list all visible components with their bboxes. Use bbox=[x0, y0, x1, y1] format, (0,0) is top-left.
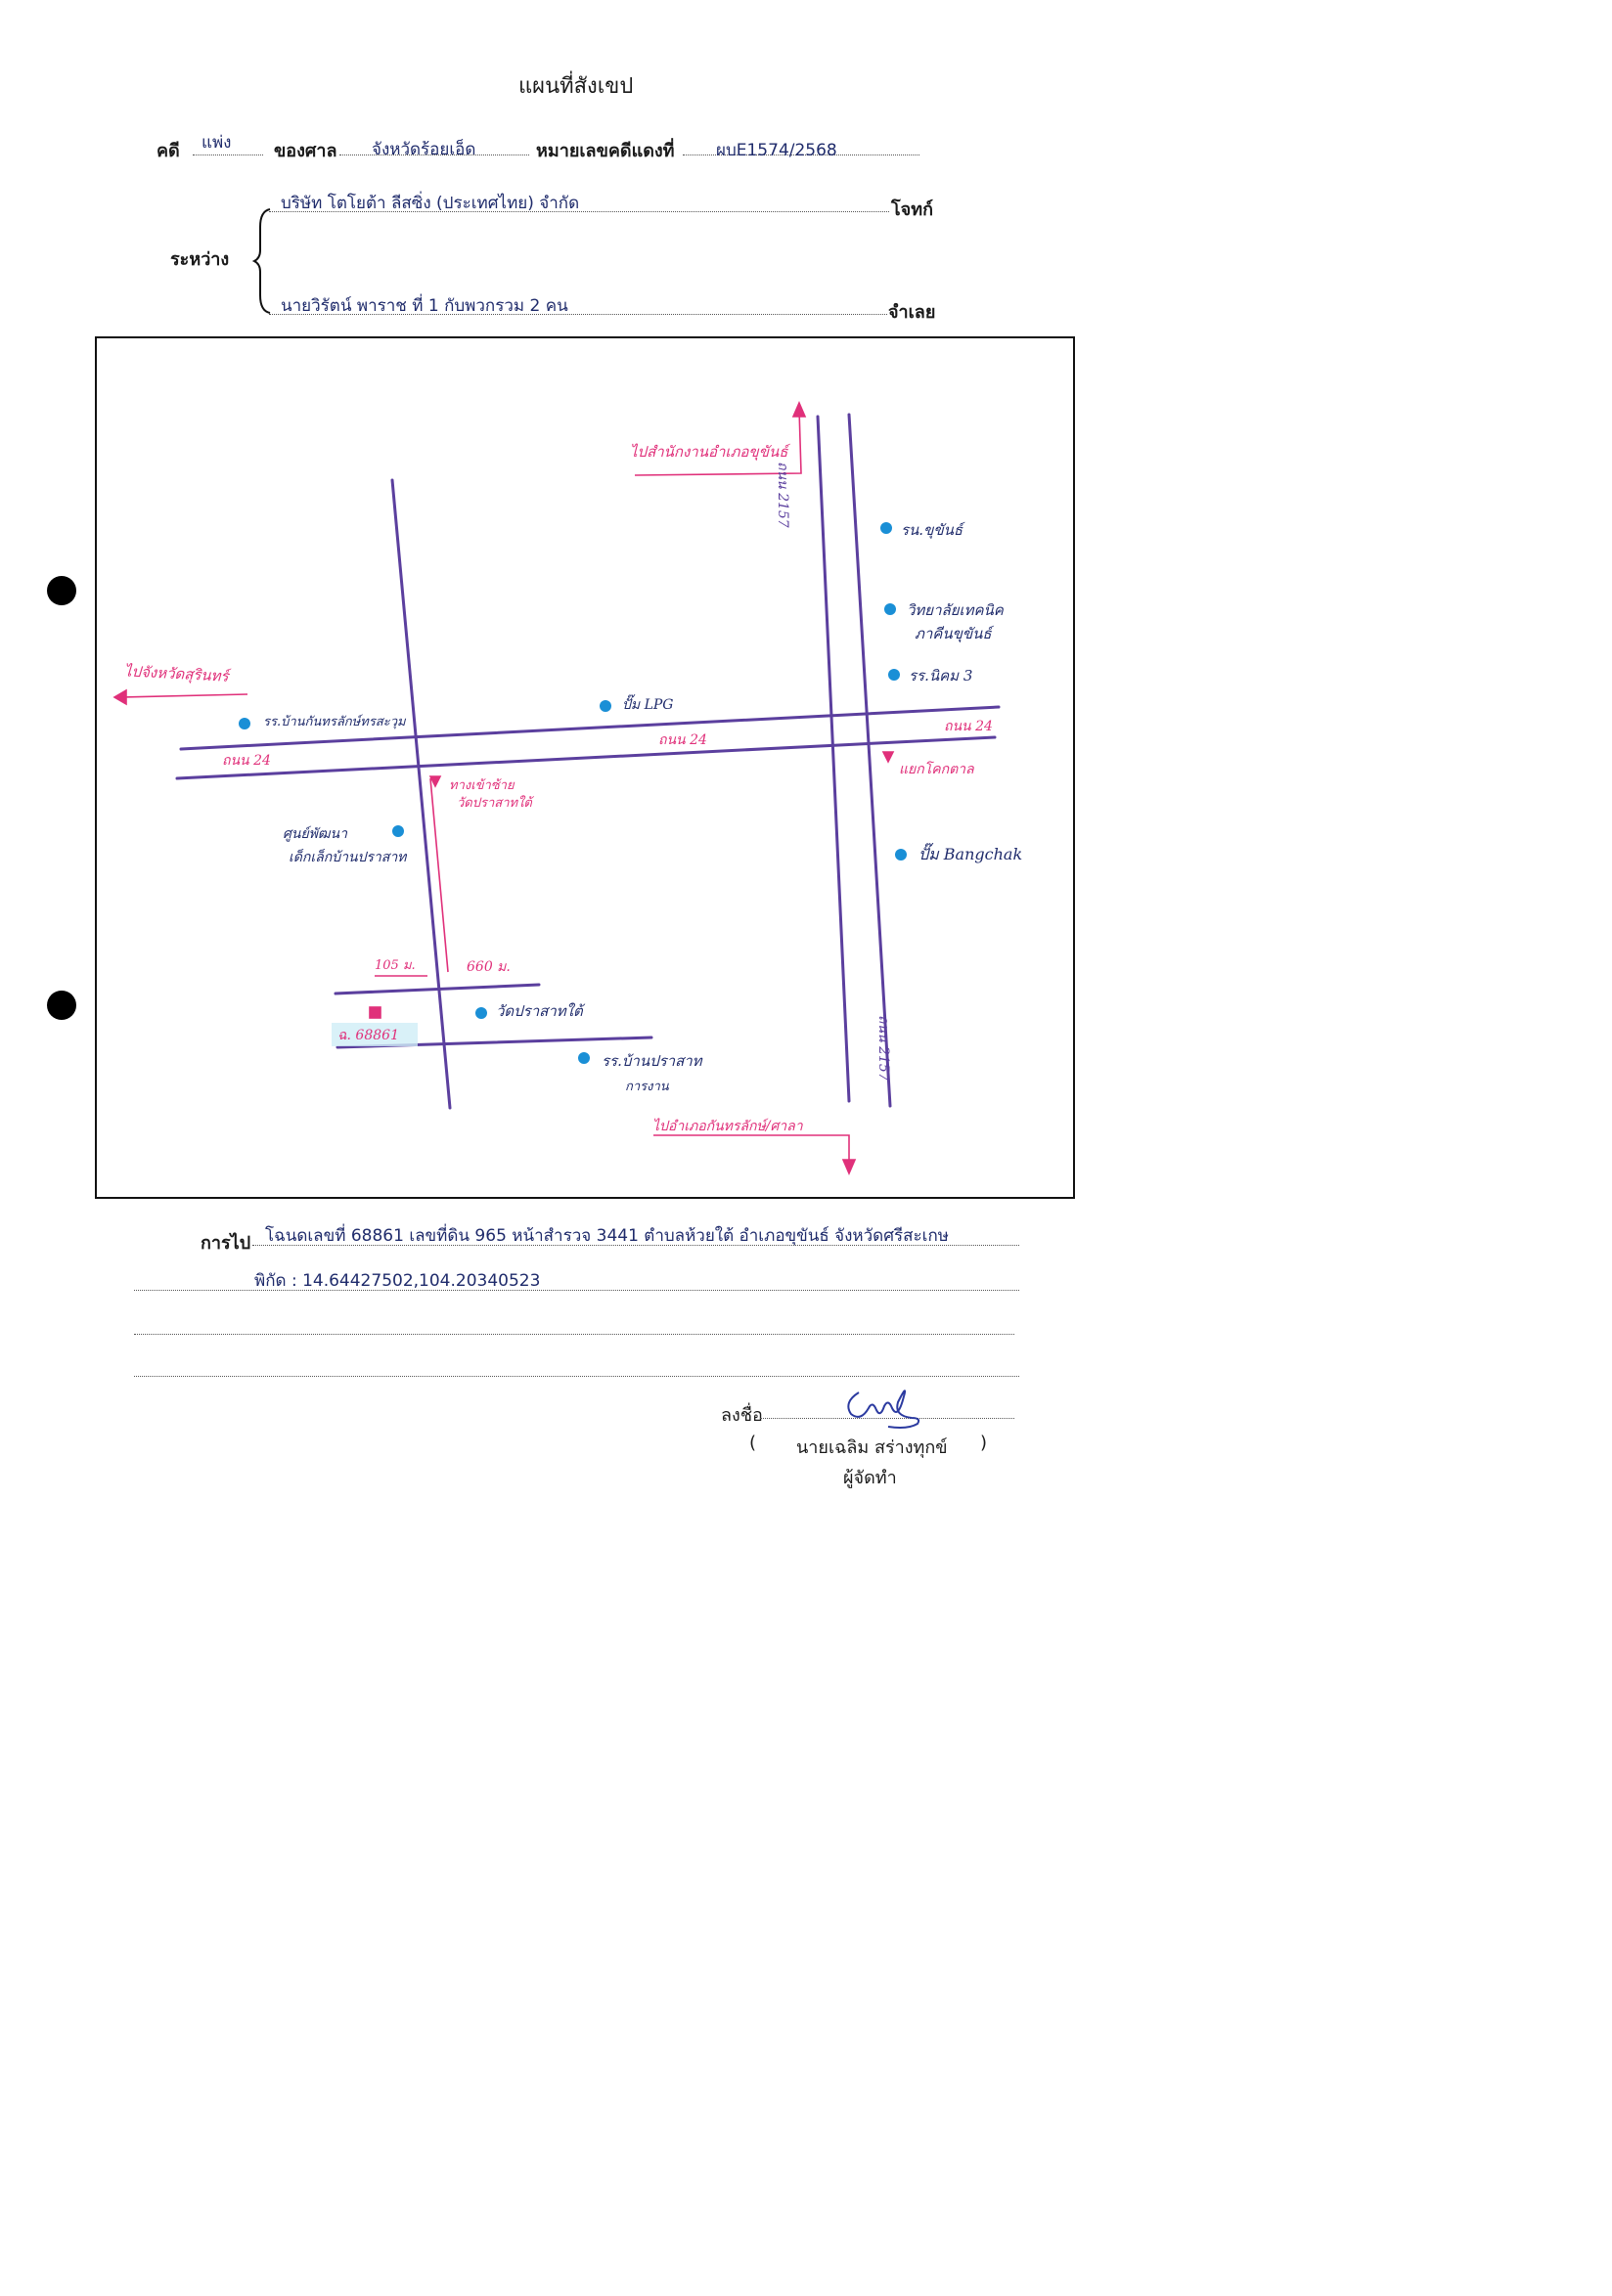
road-2157-right bbox=[847, 413, 892, 1108]
poi-school-prasat-icon bbox=[578, 1052, 590, 1064]
west-arrowhead-icon bbox=[112, 688, 127, 706]
poi-pump-lpg-icon bbox=[600, 700, 611, 712]
plaintiff-name: บริษัท โตโยต้า ลีสซิ่ง (ประเทศไทย) จำกัด bbox=[281, 194, 580, 213]
directions-dots-2 bbox=[134, 1290, 1019, 1291]
label-road-24-left: ถนน 24 bbox=[222, 753, 271, 769]
road-24-lower bbox=[175, 735, 997, 780]
sign-dots bbox=[760, 1418, 1014, 1419]
plaintiff-dots bbox=[269, 211, 889, 212]
poi-college-icon bbox=[884, 603, 896, 615]
label-college-line1: วิทยาลัยเทคนิค bbox=[907, 601, 1004, 619]
defendant-dots bbox=[269, 314, 887, 315]
directions-line1: โฉนดเลขที่ 68861 เลขที่ดิน 965 หน้าสำรวจ… bbox=[265, 1226, 949, 1246]
label-school-prasat-line1: รร.บ้านปราสาท bbox=[602, 1052, 702, 1070]
poi-school-nikom-icon bbox=[888, 669, 900, 681]
label-child-center-line2: เด็กเล็กบ้านปราสาท bbox=[289, 850, 407, 865]
page-title: แผนที่สังเขป bbox=[518, 74, 634, 99]
defendant-label: จำเลย bbox=[888, 302, 936, 323]
poi-school-khukhan-icon bbox=[880, 522, 892, 534]
signature-scribble bbox=[847, 1390, 920, 1429]
parcel-highlight bbox=[332, 1023, 418, 1046]
punch-hole-top bbox=[47, 576, 76, 605]
map-drawing bbox=[112, 400, 1001, 1176]
plaintiff-label: โจทก์ bbox=[891, 199, 933, 220]
label-pump-lpg: ปั๊ม LPG bbox=[622, 697, 674, 713]
case-label: คดี bbox=[157, 141, 180, 161]
label-road-24-mid: ถนน 24 bbox=[658, 732, 707, 748]
label-parcel: ฉ. 68861 bbox=[337, 1028, 399, 1043]
label-south-direction: ไปอำเภอกันทรลักษ์/ศาลา bbox=[652, 1119, 803, 1134]
close-paren: ) bbox=[980, 1433, 988, 1453]
sketch-map: ไปสำนักงานอำเภอขุขันธ์ ถนน 2157 รน.ขุขัน… bbox=[95, 336, 1075, 1199]
directions-line2: พิกัด : 14.64427502,104.20340523 bbox=[254, 1271, 541, 1291]
poi-pump-bangchak-icon bbox=[895, 849, 907, 861]
red-no-value: ผบE1574/2568 bbox=[716, 141, 837, 160]
poi-school-west-icon bbox=[239, 718, 250, 729]
entrance-marker-icon bbox=[428, 775, 442, 788]
poi-temple-icon bbox=[475, 1007, 487, 1019]
south-arrowhead-icon bbox=[841, 1159, 857, 1176]
label-temple: วัดปราสาทใต้ bbox=[496, 1002, 583, 1020]
label-road-2157-bottom: ถนน 2157 bbox=[875, 1015, 891, 1082]
sign-label: ลงชื่อ bbox=[721, 1405, 763, 1426]
west-arrow-line bbox=[119, 693, 248, 698]
junction-marker-icon bbox=[881, 751, 895, 764]
poi-child-center-icon bbox=[392, 825, 404, 837]
label-entrance-line2: วัดปราสาทใต้ bbox=[457, 796, 532, 811]
between-label: ระหว่าง bbox=[170, 249, 230, 270]
label-college-line2: ภาคีนขุขันธ์ bbox=[915, 625, 992, 642]
road-west bbox=[390, 478, 452, 1110]
road-24-upper bbox=[179, 705, 1001, 751]
north-arrowhead-icon bbox=[791, 400, 807, 418]
north-arrow-line bbox=[634, 408, 802, 476]
label-distance-660: 660 ม. bbox=[467, 959, 511, 975]
court-label: ของศาล bbox=[274, 141, 337, 161]
label-distance-105: 105 ม. bbox=[375, 958, 416, 973]
label-road-24-right: ถนน 24 bbox=[944, 719, 993, 734]
label-school-nikom: รร.นิคม 3 bbox=[909, 667, 973, 684]
signer-name: นายเฉลิม สร่างทุกข์ bbox=[796, 1437, 948, 1458]
directions-dots-4 bbox=[134, 1376, 1019, 1377]
distance-660-line bbox=[429, 777, 449, 973]
label-pump-bangchak: ปั๊ม Bangchak bbox=[918, 845, 1023, 863]
label-junction: แยกโคกตาล bbox=[899, 762, 974, 777]
punch-hole-bottom bbox=[47, 991, 76, 1020]
label-school-prasat-line2: การงาน bbox=[625, 1080, 669, 1094]
label-road-2157-top: ถนน 2157 bbox=[775, 462, 790, 528]
directions-dots-3 bbox=[134, 1334, 1014, 1335]
label-school-khukhan: รน.ขุขันธ์ bbox=[901, 521, 963, 539]
lane-road-1 bbox=[334, 983, 541, 995]
defendant-name: นายวิรัตน์ พาราช ที่ 1 กับพวกรวม 2 คน bbox=[281, 296, 568, 316]
label-entrance-line1: ทางเข้าซ้าย bbox=[449, 778, 515, 793]
label-north-direction: ไปสำนักงานอำเภอขุขันธ์ bbox=[630, 443, 788, 461]
parcel-marker-icon bbox=[369, 1006, 381, 1019]
court-value: จังหวัดร้อยเอ็ด bbox=[372, 140, 476, 159]
directions-dots-1 bbox=[252, 1245, 1019, 1246]
signer-role: ผู้จัดทำ bbox=[843, 1468, 897, 1488]
directions-label: การไป bbox=[201, 1233, 251, 1254]
south-arrow-line bbox=[653, 1134, 850, 1167]
brace-icon bbox=[252, 208, 271, 314]
case-type-value: แพ่ง bbox=[202, 133, 232, 153]
road-2157-left bbox=[816, 415, 851, 1103]
open-paren: ( bbox=[749, 1433, 757, 1453]
red-no-label: หมายเลขคดีแดงที่ bbox=[536, 141, 675, 161]
label-child-center-line1: ศูนย์พัฒนา bbox=[283, 826, 347, 842]
label-school-west: รร.บ้านกันทรลักษ์ทรสะวุม bbox=[263, 715, 406, 729]
